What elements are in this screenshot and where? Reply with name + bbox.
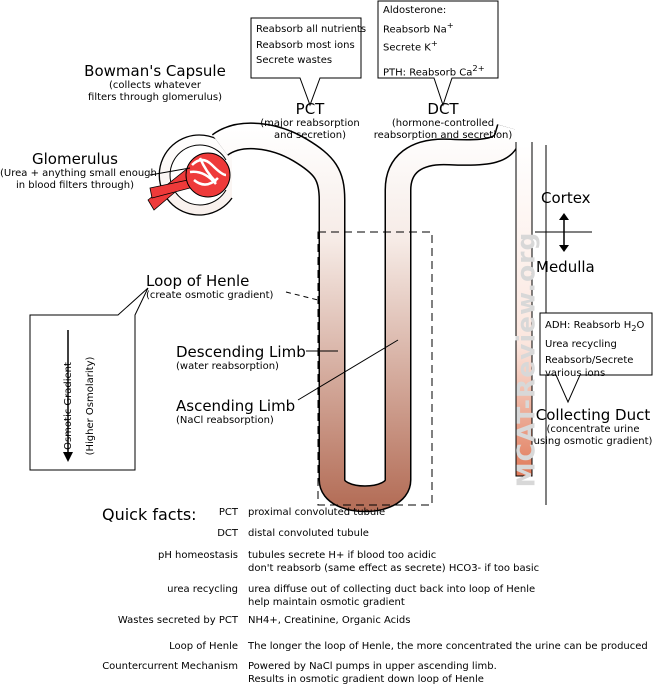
- label-sub: (water reabsorption): [176, 361, 279, 372]
- ascending-limb-label: Ascending Limb (NaCl reabsorption): [176, 397, 295, 427]
- nephron-tubule-fill: [212, 123, 522, 511]
- duct-top-mask: [515, 128, 533, 142]
- label-sub: in blood filters through): [15, 180, 135, 191]
- quick-facts-title: Quick facts:: [102, 505, 197, 524]
- medulla-region: [317, 231, 433, 506]
- ascending-pointer-line: [297, 339, 399, 401]
- label-sub: and secretion): [274, 130, 346, 141]
- cortex-medulla-arrow: [559, 213, 569, 252]
- glomerulus-vessels: [147, 152, 231, 211]
- loop-of-henle-label: Loop of Henle (create osmotic gradient): [146, 272, 273, 302]
- callout-line: Aldosterone:: [383, 5, 447, 16]
- fact-line: NH4+, Creatinine, Organic Acids: [248, 615, 411, 626]
- label-sub: (Urea + anything small enough: [0, 168, 157, 179]
- label-title: Glomerulus: [32, 150, 118, 168]
- label-title: Descending Limb: [176, 343, 306, 361]
- label-sub: using osmotic gradient): [533, 436, 653, 447]
- adh-callout-box: [539, 312, 653, 404]
- callout-line: various ions: [545, 367, 606, 379]
- glomerulus-label: Glomerulus (Urea + anything small enough…: [0, 150, 157, 192]
- label-sub: (hormone-controlled: [391, 118, 495, 129]
- loop-pointer-line: [285, 291, 319, 301]
- fact-value: distal convoluted tubule: [248, 528, 369, 541]
- fact-value: Powered by NaCl pumps in upper ascending…: [248, 661, 497, 686]
- fact-key: urea recycling: [167, 584, 238, 595]
- label-sub: reabsorption and secretion): [373, 130, 513, 141]
- osmotic-arrow: [63, 330, 73, 462]
- superscript: 2+: [472, 63, 485, 74]
- glomerulus-pointer-line: [149, 167, 191, 176]
- callout-line: PTH: Reabsorb Ca2+: [383, 62, 485, 81]
- medulla-label: Medulla: [536, 258, 595, 276]
- label-title: DCT: [427, 100, 459, 118]
- fact-value: proximal convoluted tubule: [248, 507, 385, 520]
- callout-line: Secrete K+: [383, 37, 485, 56]
- label-sub: (collects whatever: [109, 80, 201, 91]
- callout-line: Reabsorb all nutrients: [256, 24, 367, 35]
- fact-line: The longer the loop of Henle, the more c…: [248, 641, 648, 652]
- collecting-duct-label: Collecting Duct (concentrate urine using…: [528, 406, 656, 448]
- label-sub: (create osmotic gradient): [146, 290, 274, 301]
- fact-value: NH4+, Creatinine, Organic Acids: [248, 615, 411, 628]
- callout-text: PTH: Reabsorb Ca: [383, 67, 473, 79]
- fact-value: urea diffuse out of collecting duct back…: [248, 584, 535, 609]
- dct-callout-box: [377, 0, 499, 107]
- label-sub: filters through glomerulus): [88, 92, 222, 103]
- fact-line: help maintain osmotic gradient: [248, 596, 405, 608]
- callout-line: Secrete wastes: [256, 55, 333, 66]
- pct-callout-text: Reabsorb all nutrients Reabsorb most ion…: [256, 22, 366, 69]
- callout-line: Urea recycling: [545, 338, 617, 350]
- label-title: Loop of Henle: [146, 272, 250, 290]
- fact-key: Countercurrent Mechanism: [102, 661, 238, 672]
- dct-label: DCT (hormone-controlled reabsorption and…: [373, 100, 513, 142]
- label-title: Bowman's Capsule: [84, 62, 226, 80]
- dct-callout-text: Aldosterone: Reabsorb Na+ Secrete K+ PTH…: [383, 3, 485, 81]
- pct-callout-box: [250, 17, 362, 107]
- fact-line: don't reabsorb (same effect as secrete) …: [248, 562, 540, 574]
- label-title: Ascending Limb: [176, 397, 296, 415]
- fact-line: Results in osmotic gradient down loop of…: [248, 673, 484, 685]
- callout-text: O: [636, 320, 645, 331]
- callout-line: Reabsorb most ions: [256, 39, 355, 51]
- callout-text: Secrete K: [383, 42, 431, 54]
- fact-value: The longer the loop of Henle, the more c…: [248, 641, 648, 654]
- cortex-label: Cortex: [541, 189, 591, 207]
- fact-line: tubules secrete H+ if blood too acidic: [248, 550, 437, 561]
- superscript: +: [446, 19, 454, 30]
- fact-line: distal convoluted tubule: [248, 528, 369, 539]
- fact-key: DCT: [217, 528, 238, 539]
- osmotic-callout-box: [29, 287, 149, 471]
- callout-line: Reabsorb Na+: [383, 19, 485, 38]
- label-title: Collecting Duct: [535, 406, 651, 424]
- superscript: +: [430, 38, 438, 49]
- pct-label: PCT (major reabsorption and secretion): [250, 100, 370, 142]
- label-sub: (concentrate urine: [546, 424, 640, 435]
- label-sub: (major reabsorption: [260, 118, 360, 129]
- callout-text: ADH: Reabsorb H: [545, 320, 632, 331]
- fact-key: PCT: [218, 507, 238, 518]
- callout-text: Reabsorb Na: [383, 23, 447, 35]
- callout-line: Reabsorb/Secrete: [545, 354, 634, 366]
- callout-line: ADH: Reabsorb H2O: [545, 317, 644, 336]
- fact-line: Powered by NaCl pumps in upper ascending…: [248, 661, 497, 672]
- label-sub: (NaCl reabsorption): [176, 415, 274, 426]
- bowmans-capsule-label: Bowman's Capsule (collects whatever filt…: [70, 62, 240, 104]
- adh-callout-text: ADH: Reabsorb H2O Urea recycling Reabsor…: [545, 317, 644, 380]
- descending-limb-label: Descending Limb (water reabsorption): [176, 343, 306, 373]
- fact-key: Loop of Henle: [169, 641, 238, 652]
- fact-line: proximal convoluted tubule: [248, 507, 386, 518]
- label-title: PCT: [295, 100, 325, 118]
- fact-key: Wastes secreted by PCT: [117, 615, 238, 626]
- fact-key: pH homeostasis: [158, 550, 238, 561]
- fact-line: urea diffuse out of collecting duct back…: [248, 584, 536, 595]
- subscript: 2: [631, 323, 637, 333]
